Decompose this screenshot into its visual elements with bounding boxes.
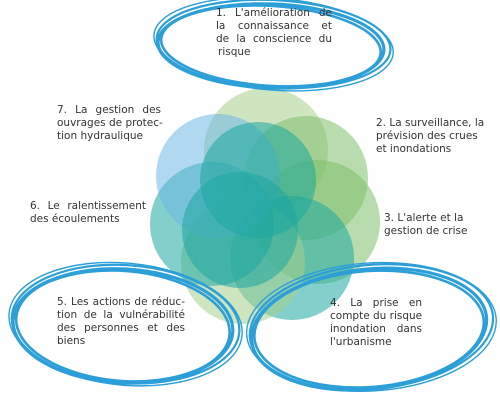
- item-6-line-2: des écoulements: [30, 213, 120, 225]
- loop-item-5: [8, 261, 243, 387]
- item-4-line-2: compte du risque: [330, 310, 423, 322]
- item-5-line-2: tion de la vulnérabilité: [57, 309, 185, 321]
- item-2-line-1: 2. La surveillance, la: [376, 117, 485, 129]
- item-7-protection: 7. La gestion des ouvrages de protec- ti…: [57, 104, 163, 143]
- item-5-line-3: des personnes et des: [57, 322, 185, 334]
- item-5-vulnerability: 5. Les actions de réduc- tion de la vuln…: [57, 296, 185, 348]
- loop-item-1: [153, 0, 394, 92]
- item-1-line-1: 1. L'amélioration de: [216, 7, 332, 19]
- item-3-alert: 3. L'alerte et la gestion de crise: [384, 212, 474, 238]
- highlight-loops: [8, 0, 497, 392]
- item-4-line-3: inondation dans: [330, 323, 422, 335]
- item-2-line-2: prévision des crues: [376, 130, 478, 142]
- item-4-line-1: 4. La prise en: [330, 297, 422, 309]
- item-6-line-1: 6. Le ralentissement: [30, 200, 146, 212]
- item-6-runoff: 6. Le ralentissement des écoulements: [30, 200, 146, 226]
- item-1-line-4: risque: [218, 46, 251, 58]
- item-1-knowledge: 1. L'amélioration de la connaissance et …: [216, 7, 332, 59]
- flower-petals: [150, 88, 380, 324]
- item-3-line-1: 3. L'alerte et la: [384, 212, 464, 224]
- item-3-line-2: gestion de crise: [384, 225, 468, 237]
- item-1-line-3: de la conscience du: [216, 33, 332, 45]
- petal-center-high: [200, 122, 316, 238]
- item-4-urbanism: 4. La prise en compte du risque inondati…: [330, 297, 422, 349]
- item-5-line-4: biens: [57, 335, 86, 347]
- item-2-line-3: et inondations: [376, 143, 452, 155]
- item-7-line-1: 7. La gestion des: [57, 104, 161, 116]
- item-2-surveillance: 2. La surveillance, la prévision des cru…: [376, 117, 490, 156]
- item-7-line-3: tion hydraulique: [57, 130, 144, 142]
- item-7-line-2: ouvrages de protec-: [57, 117, 163, 129]
- item-5-line-1: 5. Les actions de réduc-: [57, 296, 185, 308]
- item-4-line-4: l'urbanisme: [330, 336, 392, 348]
- loop-item-4: [245, 261, 497, 392]
- item-1-line-2: la connaissance et: [216, 20, 332, 32]
